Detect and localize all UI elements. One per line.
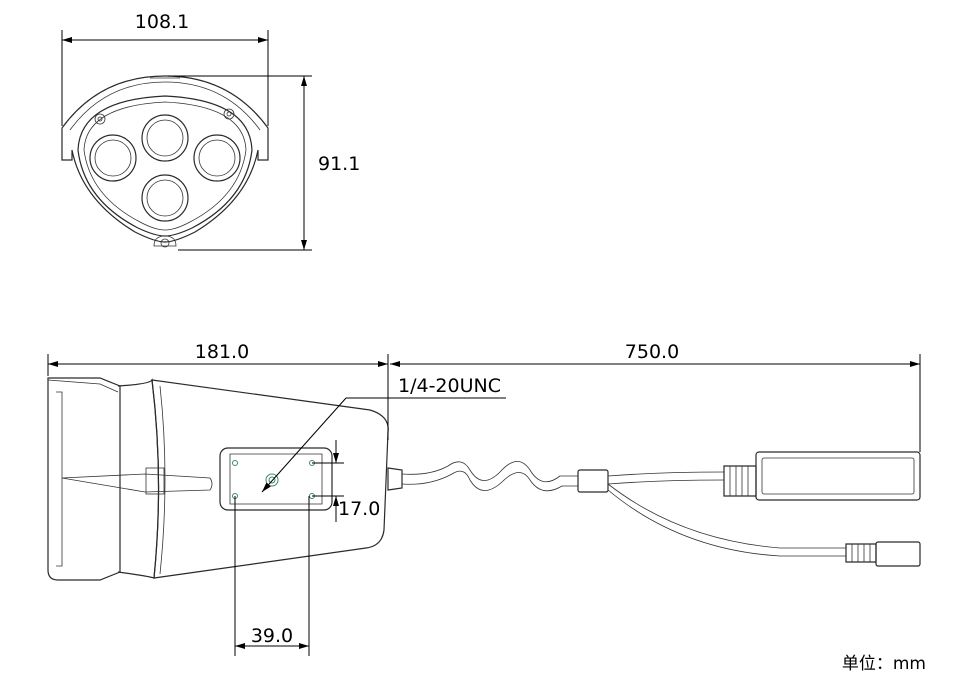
dim-mount-height: 17.0 — [312, 440, 380, 522]
dc-power-jack — [875, 541, 921, 567]
mount-hole-icon — [232, 460, 238, 466]
cable-length-label: 750.0 — [625, 341, 679, 363]
dim-body-length: 181.0 — [47, 341, 389, 440]
front-height-label: 91.1 — [318, 153, 360, 175]
dim-cable-length: 750.0 — [390, 341, 921, 452]
thread-callout: 1/4-20UNC — [261, 375, 506, 493]
ir-lamp-icon — [193, 134, 241, 182]
ir-lamp-icon — [141, 114, 189, 162]
unit-label: 单位：mm — [842, 654, 926, 674]
mount-height-label: 17.0 — [338, 498, 380, 520]
screw-icon — [94, 113, 106, 125]
body-length-label: 181.0 — [195, 341, 249, 363]
dim-mount-width: 39.0 — [234, 496, 310, 656]
network-connector-box — [755, 451, 921, 501]
dim-front-width: 108.1 — [61, 11, 269, 126]
side-view — [47, 377, 403, 581]
ir-lamp-icon — [141, 174, 189, 222]
front-housing-outline — [61, 75, 269, 243]
screw-icon — [223, 108, 235, 120]
thread-hole-icon — [265, 473, 279, 487]
ir-lamp-icon — [89, 134, 137, 182]
cable-gland — [387, 467, 403, 491]
mount-plate — [219, 447, 333, 511]
front-width-label: 108.1 — [135, 11, 189, 33]
cable-ferrite — [577, 469, 609, 493]
camera-body — [151, 379, 389, 579]
dim-front-height: 91.1 — [168, 75, 360, 251]
front-view — [61, 75, 269, 248]
front-face-plate — [77, 95, 253, 237]
thread-spec-label: 1/4-20UNC — [398, 375, 501, 397]
screw-icon — [160, 238, 170, 248]
cable-assembly — [401, 451, 921, 567]
mount-width-label: 39.0 — [251, 625, 293, 647]
visor-hood — [47, 377, 121, 581]
